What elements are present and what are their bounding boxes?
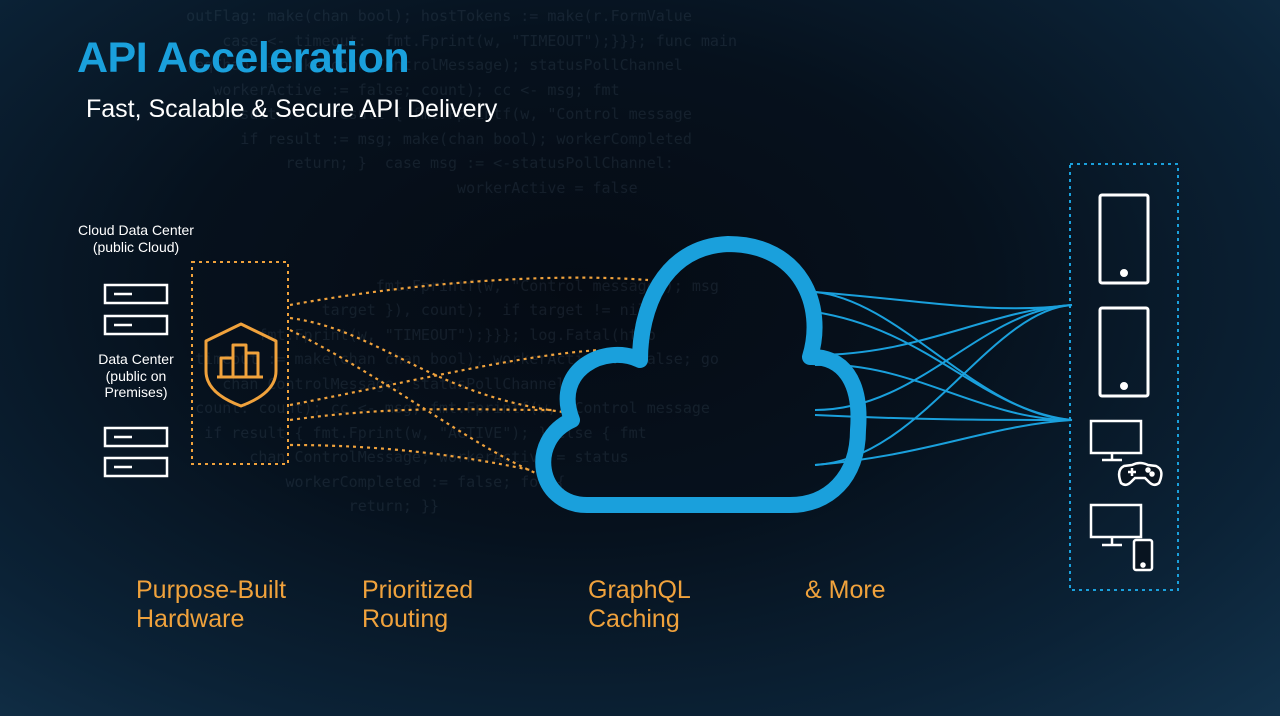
gateway-box — [191, 261, 289, 465]
cloud-server-rack-icon — [103, 283, 169, 336]
feature-line: Caching — [588, 605, 680, 633]
monitor-phone-icon — [1089, 503, 1154, 572]
feature-line: GraphQL — [588, 576, 691, 604]
background-code-texture: outFlag: make(chan bool); hostTokens := … — [186, 7, 737, 515]
cloud-to-devices-links — [814, 291, 1073, 466]
monitor-gamepad-icon — [1089, 419, 1163, 486]
feature-and-more: & More — [805, 576, 886, 605]
feature-graphql-caching: GraphQL Caching — [588, 576, 691, 634]
cloud-data-center-label: Cloud Data Center (public Cloud) — [78, 222, 194, 255]
tablet-icon — [1098, 193, 1150, 285]
onprem-server-rack-icon — [103, 426, 169, 478]
page-subtitle: Fast, Scalable & Secure API Delivery — [86, 95, 498, 123]
tablet-icon — [1098, 306, 1150, 398]
page-title: API Acceleration — [77, 34, 410, 82]
devices-panel — [1069, 163, 1179, 591]
gateway-to-cloud-links — [289, 276, 649, 477]
feature-line: Hardware — [136, 605, 245, 633]
feature-prioritized-routing: Prioritized Routing — [362, 576, 473, 634]
feature-line: Prioritized — [362, 576, 474, 604]
feature-line: Routing — [362, 605, 449, 633]
cloud-icon — [535, 236, 867, 513]
building-shield-icon — [204, 322, 278, 408]
on-premises-data-center-label: Data Center (public on Premises) — [98, 351, 174, 400]
feature-line: & More — [805, 576, 886, 604]
feature-purpose-built-hardware: Purpose-Built Hardware — [136, 576, 286, 634]
feature-line: Purpose-Built — [136, 576, 287, 604]
